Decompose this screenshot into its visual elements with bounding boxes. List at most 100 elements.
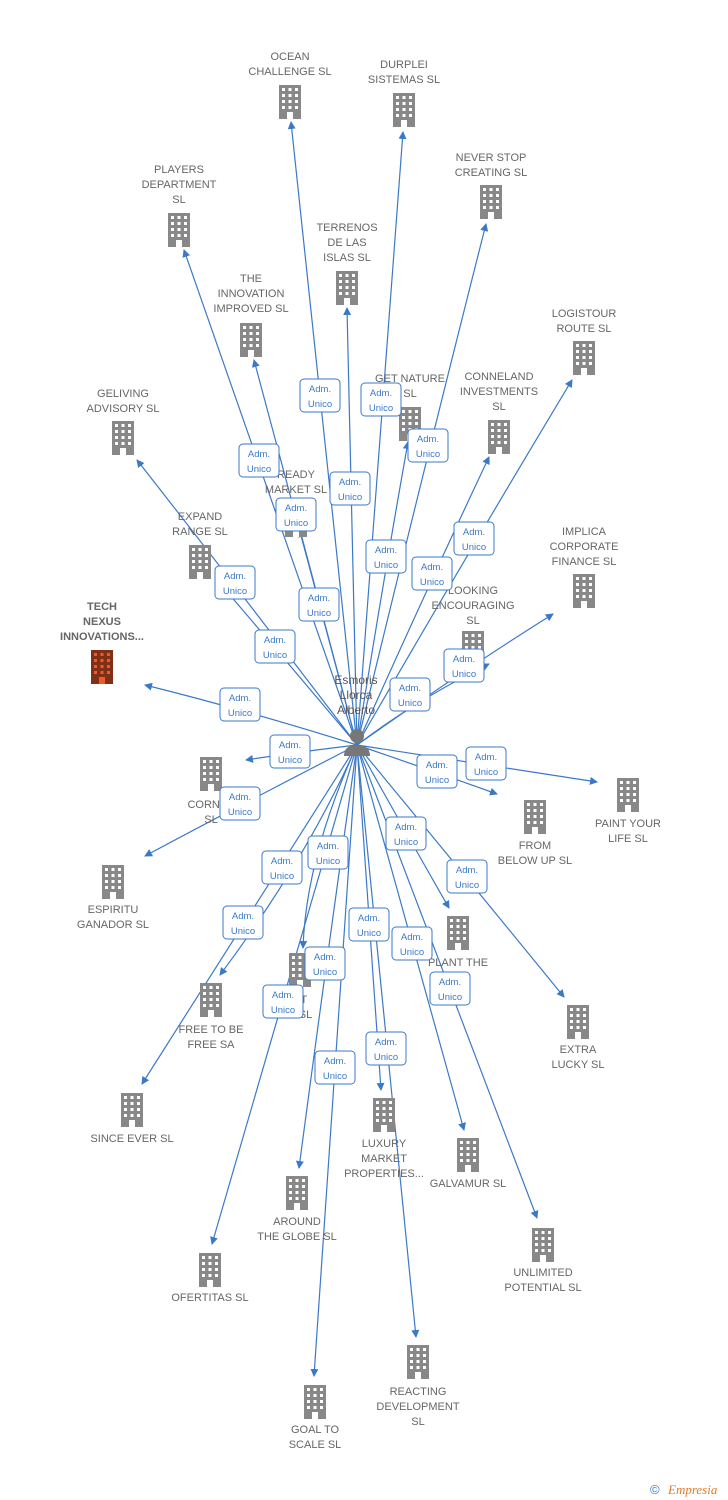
badge-text: Unico [247,464,271,475]
role-badge[interactable]: Adm.Unico [385,816,427,851]
role-badge[interactable]: Adm. Unico [299,378,341,413]
company-label: EXTRA [560,1044,597,1056]
role-badge[interactable]: Adm.Unico [298,587,340,622]
role-badge[interactable]: Adm.Unico [365,1031,407,1066]
company-node-tech-nexus-innovations[interactable]: TECHNEXUSINNOVATIONS... [60,601,144,684]
role-badge[interactable]: Adm.Unico [411,556,453,591]
company-node-luxury-market-properties[interactable]: LUXURYMARKETPROPERTIES... [344,1098,424,1180]
company-label: ROUTE SL [556,323,611,335]
role-badge[interactable]: Adm.Unico [407,428,449,463]
role-badge[interactable]: Adm.Unico [269,734,311,769]
badge-text: Unico [394,837,418,848]
role-badge[interactable]: Adm.Unico [304,946,346,981]
company-label: SL [492,401,505,413]
person-icon [344,729,370,756]
building-icon [279,85,301,119]
company-label: PLAYERS [154,164,204,176]
role-badge[interactable]: Adm.Unico [275,497,317,532]
role-badge[interactable]: Adm.Unico [453,521,495,556]
company-label: IMPLICA [562,526,607,538]
badge-text: Adm. [399,683,421,694]
company-node-goal-to-scale[interactable]: GOAL TO SCALE SL [289,1385,342,1451]
role-badge[interactable]: Adm.Unico [365,539,407,574]
role-badge[interactable]: Adm.Unico [261,850,303,885]
role-badge[interactable]: Adm.Unico [416,754,458,789]
role-badge[interactable]: Adm.Unico [391,926,433,961]
company-node-ofertitas[interactable]: OFERTITAS SL [171,1253,249,1304]
role-badge[interactable]: Adm.Unico [389,677,431,712]
badge-text: Adm. [309,384,331,395]
badge-text: Unico [374,560,398,571]
role-badge[interactable]: Adm.Unico [238,443,280,478]
role-badge[interactable]: Adm.Unico [360,382,402,417]
company-label: REACTING [390,1386,447,1398]
badge-text: Unico [228,708,252,719]
footer-brand[interactable]: © Empresia [650,1482,718,1497]
role-badge[interactable]: Adm.Unico [348,907,390,942]
role-badge[interactable]: Adm.Unico [214,565,256,600]
role-badge[interactable]: Adm.Unico [429,971,471,1006]
badge-box [465,746,507,781]
badge-text: Unico [308,399,332,410]
badge-text: Adm. [272,990,294,1001]
role-badge[interactable]: Adm.Unico [219,687,261,722]
badge-text: Adm. [426,760,448,771]
company-label: ADVISORY SL [87,403,160,415]
building-icon [168,213,190,247]
badge-text: Adm. [224,571,246,582]
badge-box [275,497,317,532]
badge-box [238,443,280,478]
building-icon [573,341,595,375]
company-label: PROPERTIES... [344,1168,424,1180]
company-label: SINCE EVER SL [90,1133,173,1145]
badge-text: Unico [271,1005,295,1016]
company-label: CHALLENGE SL [248,66,331,78]
company-label: FREE SA [187,1039,235,1051]
company-node-since-ever[interactable]: SINCE EVER SL [90,1093,174,1145]
company-label: ENCOURAGING [431,600,514,612]
role-badge[interactable]: Adm.Unico [254,629,296,664]
role-badge[interactable]: Adm.Unico [314,1050,356,1085]
center-person-node[interactable]: Esmoris Llorca Alberto [334,673,378,756]
role-badge[interactable]: Adm.Unico [307,835,349,870]
brand-logo-text: Empresia [667,1482,718,1497]
role-badge[interactable]: Adm.Unico [329,471,371,506]
role-badge[interactable]: Adm. Unico [262,984,304,1019]
building-icon [573,574,595,608]
badge-text: Adm. [370,388,392,399]
company-node-galvamur[interactable]: GALVAMUR SL [430,1138,507,1190]
role-badge[interactable]: Adm.Unico [443,648,485,683]
company-label: INNOVATION [218,288,285,300]
role-badge[interactable]: Adm.Unico [222,905,264,940]
badge-text: Unico [323,1071,347,1082]
company-label: SCALE SL [289,1439,342,1451]
badge-text: Adm. [314,952,336,963]
role-badge[interactable]: Adm.Unico [219,786,261,821]
company-label: SL [204,814,217,826]
role-badge[interactable]: Adm.Unico [446,859,488,894]
role-badge[interactable]: Adm.Unico [465,746,507,781]
company-label: GOAL TO [291,1424,340,1436]
